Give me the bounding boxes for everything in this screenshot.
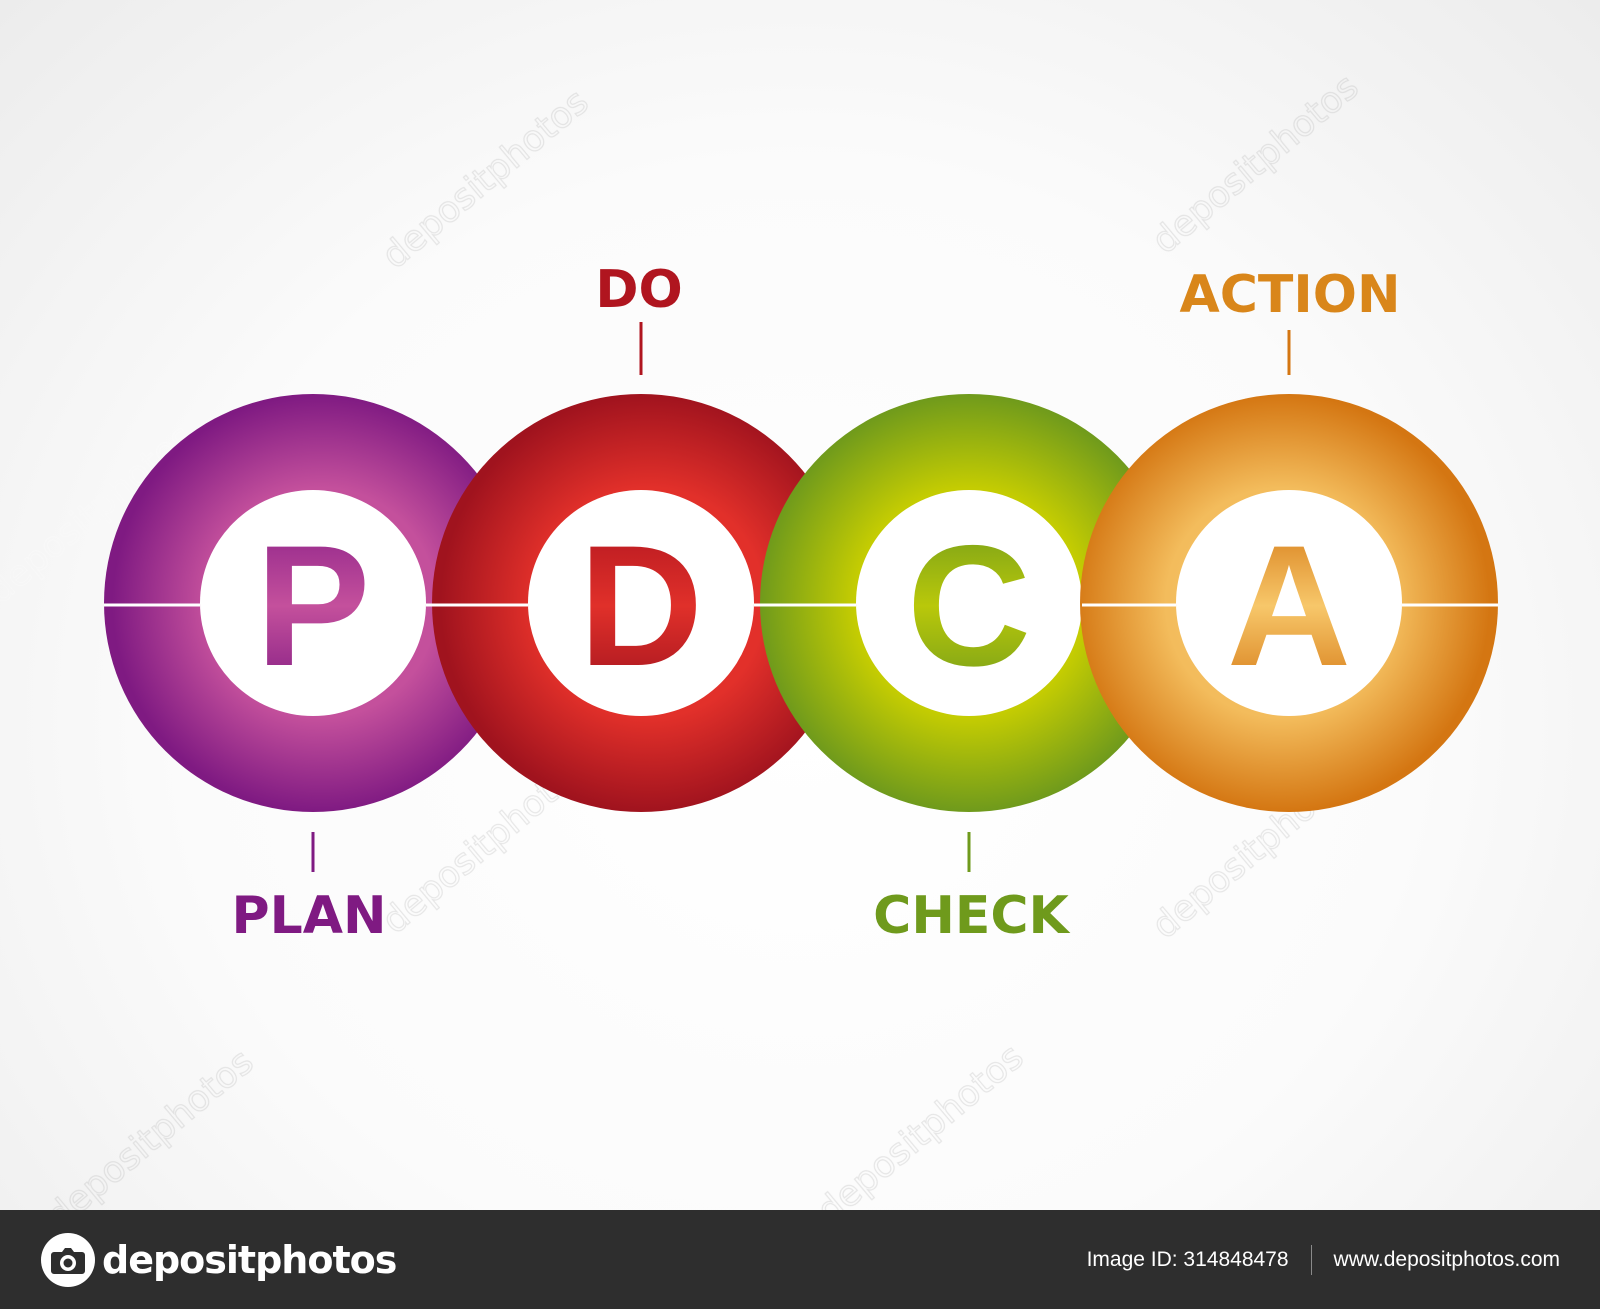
watermark-text: depositphotos [809, 1036, 1031, 1210]
letter-p: P [256, 510, 371, 702]
label-check: CHECK [873, 886, 1070, 946]
letter-d: D [579, 510, 703, 702]
brand-name: depositphotos [102, 1238, 397, 1282]
camera-icon [41, 1233, 95, 1287]
label-action: ACTION [1180, 265, 1401, 325]
ring-do [432, 394, 850, 812]
watermark-text: depositphotos [1144, 66, 1366, 262]
image-id: Image ID: 314848478 [1086, 1247, 1289, 1271]
watermark-text: depositphotos [374, 81, 596, 277]
label-do: DO [595, 260, 682, 320]
ring-action [1080, 394, 1498, 812]
brand-logo: depositphotos [40, 1232, 397, 1288]
pdca-diagram: depositphotos depositphotos depositphoto… [38, 65, 1498, 1210]
footer-bar: depositphotos Image ID: 314848478 www.de… [0, 1210, 1600, 1309]
site-url: www.depositphotos.com [1333, 1247, 1560, 1271]
label-plan: PLAN [231, 886, 386, 946]
ring-plan [104, 394, 522, 812]
letter-a: A [1227, 510, 1351, 702]
image-meta: Image ID: 314848478 www.depositphotos.co… [1087, 1210, 1560, 1309]
ring-check [760, 394, 1178, 812]
watermark-text: depositphotos [39, 1041, 261, 1210]
meta-divider [1310, 1244, 1312, 1275]
letter-c: C [907, 510, 1031, 702]
